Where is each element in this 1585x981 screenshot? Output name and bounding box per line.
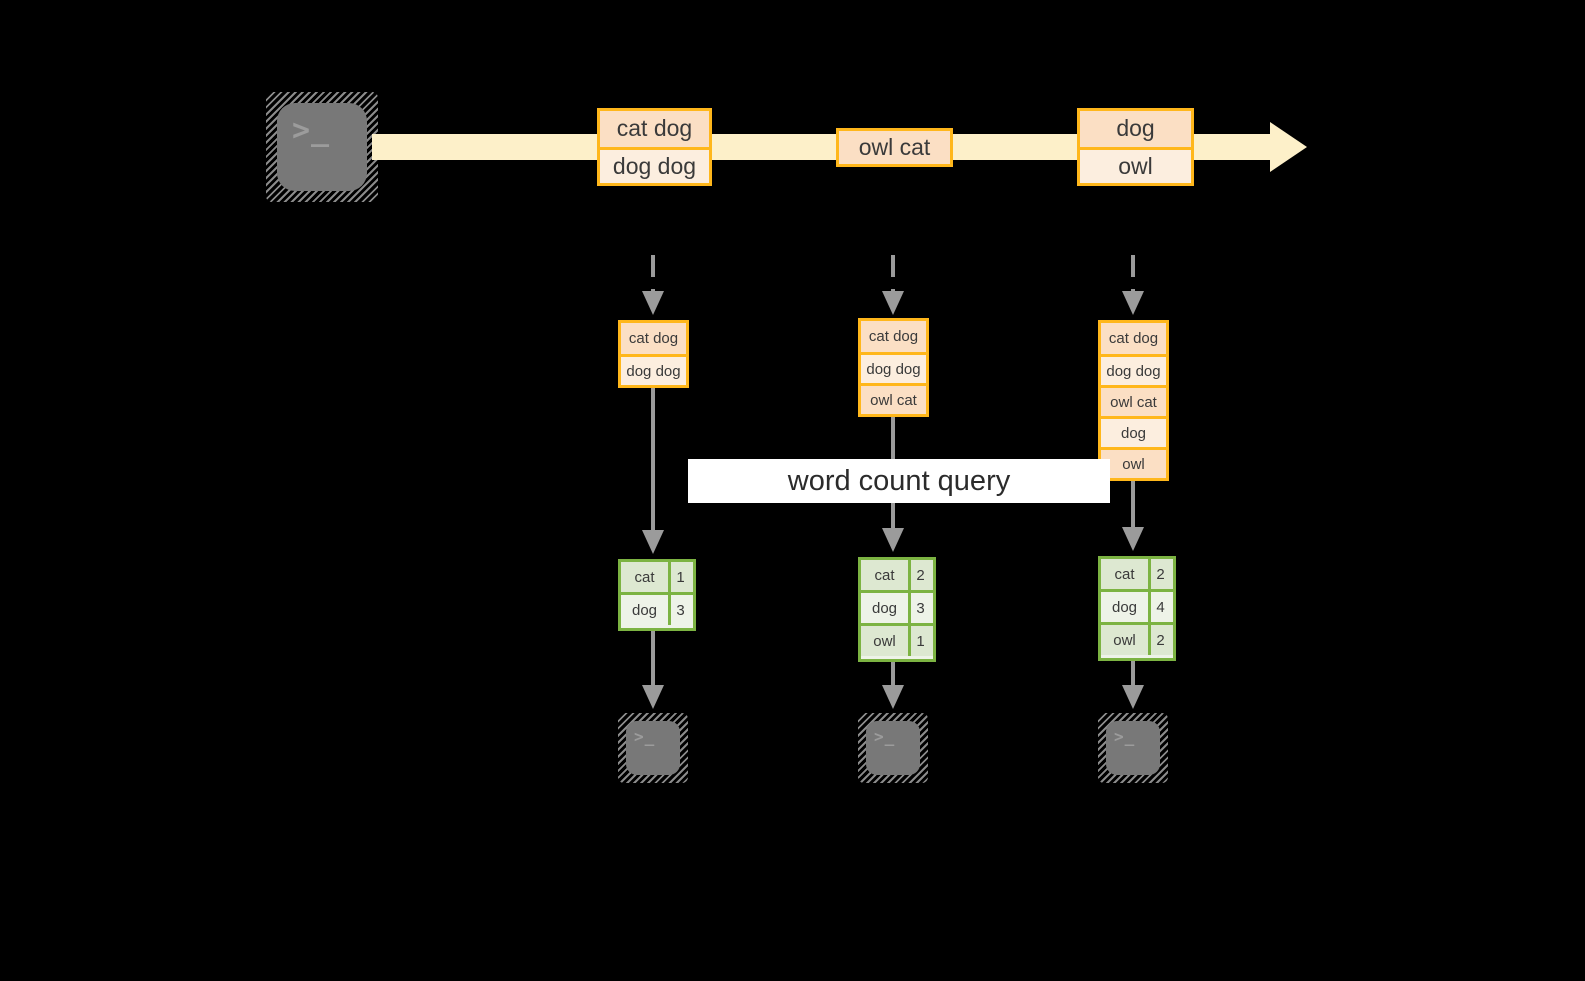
stage-3-input-row: dog bbox=[1101, 416, 1166, 447]
stage-1-sink-connector-head bbox=[642, 685, 664, 709]
stage-3-input-row: cat dog bbox=[1101, 323, 1166, 354]
stage-1-result-table: cat 1 dog 3 bbox=[618, 559, 696, 631]
table-row: dog 3 bbox=[621, 592, 693, 625]
stream-batch-2: owl cat bbox=[836, 128, 953, 167]
stream-arrow-icon bbox=[1270, 122, 1307, 172]
stream-batch-3-line-2: owl bbox=[1080, 146, 1191, 183]
stage-1-sink-connector bbox=[651, 631, 655, 687]
stage-1-input-row: cat dog bbox=[621, 323, 686, 354]
stage-3-input-row: dog dog bbox=[1101, 354, 1166, 385]
stage-1-query-connector-head bbox=[642, 530, 664, 554]
dashed-connector-stage-3-head bbox=[1122, 291, 1144, 315]
terminal-prompt-glyph: >_ bbox=[874, 727, 896, 746]
stage-2-input-row: owl cat bbox=[861, 383, 926, 414]
stage-2-input-row: dog dog bbox=[861, 352, 926, 383]
stage-2-result-count: 2 bbox=[908, 560, 930, 590]
stage-3-result-count: 2 bbox=[1148, 625, 1170, 655]
terminal-face bbox=[1106, 721, 1160, 775]
stage-2-sink-connector-head bbox=[882, 685, 904, 709]
stage-3-input-table: cat dog dog dog owl cat dog owl bbox=[1098, 320, 1169, 481]
stage-3-result-table: cat 2 dog 4 owl 2 bbox=[1098, 556, 1176, 661]
stream-batch-2-line-1: owl cat bbox=[839, 131, 950, 164]
stage-2-result-count: 3 bbox=[908, 593, 930, 623]
stage-3-result-word: cat bbox=[1114, 565, 1135, 583]
stage-1-result-count: 3 bbox=[668, 595, 690, 625]
query-label-text: word count query bbox=[787, 464, 1011, 497]
table-row: cat 2 bbox=[861, 560, 933, 590]
table-row: cat 1 bbox=[621, 562, 693, 592]
stage-2-result-word: dog bbox=[871, 599, 898, 617]
stream-batch-3-line-1: dog bbox=[1080, 111, 1191, 147]
query-label: word count query bbox=[688, 459, 1110, 503]
stage-1-result-word: cat bbox=[634, 568, 655, 586]
stage-3-sink-terminal-icon: >_ bbox=[1098, 713, 1168, 783]
stream-batch-1: cat dog dog dog bbox=[597, 108, 712, 186]
stage-2-sink-terminal-icon: >_ bbox=[858, 713, 928, 783]
stage-2-input-table: cat dog dog dog owl cat bbox=[858, 318, 929, 417]
terminal-prompt-glyph: >_ bbox=[1114, 727, 1136, 746]
stage-2-result-word: owl bbox=[873, 632, 896, 650]
stage-3-query-connector bbox=[1131, 481, 1135, 530]
terminal-face bbox=[866, 721, 920, 775]
stage-2-query-connector-head bbox=[882, 528, 904, 552]
stage-2-input-row: cat dog bbox=[861, 321, 926, 352]
stage-3-result-count: 2 bbox=[1148, 559, 1170, 589]
table-row: owl 2 bbox=[1101, 622, 1173, 655]
stage-2-result-word: cat bbox=[874, 566, 895, 584]
stage-3-result-count: 4 bbox=[1148, 592, 1170, 622]
dashed-connector-stage-2 bbox=[891, 255, 895, 293]
stage-2-sink-connector bbox=[891, 662, 895, 687]
stage-2-result-table: cat 2 dog 3 owl 1 bbox=[858, 557, 936, 662]
stage-3-result-word: dog bbox=[1111, 598, 1138, 616]
stream-batch-3: dog owl bbox=[1077, 108, 1194, 186]
terminal-face bbox=[626, 721, 680, 775]
stage-1-result-count: 1 bbox=[668, 562, 690, 592]
stage-1-sink-terminal-icon: >_ bbox=[618, 713, 688, 783]
dashed-connector-stage-1-head bbox=[642, 291, 664, 315]
terminal-prompt-glyph: >_ bbox=[634, 727, 656, 746]
stage-3-sink-connector bbox=[1131, 661, 1135, 687]
stage-1-result-word: dog bbox=[631, 601, 658, 619]
dashed-connector-stage-1 bbox=[651, 255, 655, 293]
stage-3-query-connector-head bbox=[1122, 527, 1144, 551]
table-row: owl 1 bbox=[861, 623, 933, 656]
stream-batch-1-line-1: cat dog bbox=[600, 111, 709, 147]
table-row: dog 3 bbox=[861, 590, 933, 623]
terminal-face bbox=[277, 103, 367, 191]
stage-3-result-word: owl bbox=[1113, 631, 1136, 649]
stage-2-result-count: 1 bbox=[908, 626, 930, 656]
stage-3-sink-connector-head bbox=[1122, 685, 1144, 709]
stream-batch-1-line-2: dog dog bbox=[600, 146, 709, 183]
stage-1-query-connector bbox=[651, 388, 655, 532]
terminal-prompt-glyph: >_ bbox=[292, 113, 331, 148]
stage-3-input-row: owl cat bbox=[1101, 385, 1166, 416]
stage-1-input-row: dog dog bbox=[621, 354, 686, 385]
dashed-connector-stage-2-head bbox=[882, 291, 904, 315]
dashed-connector-stage-3 bbox=[1131, 255, 1135, 293]
table-row: cat 2 bbox=[1101, 559, 1173, 589]
stage-1-input-table: cat dog dog dog bbox=[618, 320, 689, 388]
table-row: dog 4 bbox=[1101, 589, 1173, 622]
stage-3-input-row: owl bbox=[1101, 447, 1166, 478]
source-terminal-icon: >_ bbox=[266, 92, 378, 202]
